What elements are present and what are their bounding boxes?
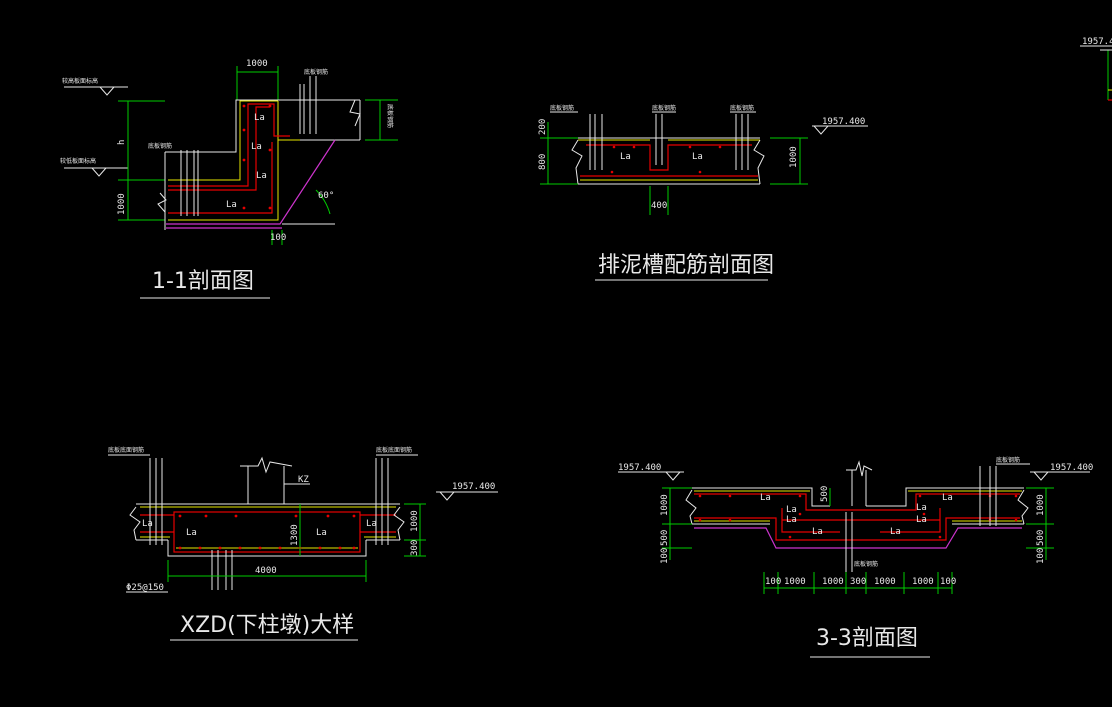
s3-dim-b-3: 300 [850, 577, 866, 587]
s3-la-7: La [916, 515, 927, 525]
xzd-dim-1000: 1000 [410, 510, 420, 532]
s3-label-rebar-bottom: 底板钢筋 [854, 560, 878, 568]
s3-la-2: La [786, 505, 797, 515]
section-drain: 底板钢筋 底板钢筋 底板钢筋 La La 200 [538, 104, 868, 281]
drain-dim-200: 200 [538, 119, 548, 135]
xzd-label-right: 底板底面钢筋 [376, 446, 412, 454]
s3-dim-b-2: 1000 [822, 577, 844, 587]
s3-dim-500-right: 500 [1036, 530, 1046, 546]
s3-elevation-left: 1957.400 [618, 463, 661, 473]
dim-100: 100 [270, 233, 286, 243]
s3-dim-b-6: 100 [940, 577, 956, 587]
s3-dim-100-right: 100 [1036, 548, 1046, 564]
section-xzd: 底板底面钢筋 底板底面钢筋 [108, 446, 498, 641]
drain-label-3: 底板钢筋 [730, 104, 754, 112]
s3-dim-500-left: 500 [660, 530, 670, 546]
corner-elevation: 1957.400 [1082, 37, 1112, 47]
s3-dim-b-1: 1000 [784, 577, 806, 587]
xzd-dim-1300: 1300 [290, 524, 300, 546]
xzd-la-3: La [316, 528, 327, 538]
xzd-la-1: La [186, 528, 197, 538]
dim-1000-top: 1000 [246, 59, 268, 69]
label-top-rebar: 底板钢筋 [304, 68, 328, 76]
xzd-dim-4000: 4000 [255, 566, 277, 576]
s3-label-rebar: 底板钢筋 [996, 456, 1020, 464]
section-3-3: 1957.400 1957.400 [618, 456, 1093, 658]
drain-label-1: 底板钢筋 [550, 104, 574, 112]
dim-h: h [117, 140, 127, 145]
drain-la-1: La [620, 152, 631, 162]
s3-elevation-right: 1957.400 [1050, 463, 1093, 473]
s3-la-1: La [760, 493, 771, 503]
xzd-label-left: 底板底面钢筋 [108, 446, 144, 454]
title-section-3-3: 3-3剖面图 [816, 626, 918, 651]
title-xzd: XZD(下柱墩)大样 [180, 613, 354, 638]
la-2: La [251, 142, 262, 152]
xzd-la-2: La [142, 519, 153, 529]
s3-la-3: La [786, 515, 797, 525]
la-4: La [226, 200, 237, 210]
label-right-slab: 底板钢筋 [386, 104, 394, 128]
label-mid-rebar: 底板钢筋 [148, 142, 172, 150]
drain-elevation: 1957.400 [822, 117, 865, 127]
s3-la-4: La [812, 527, 823, 537]
angle-60: 60° [318, 191, 334, 201]
section-1-1: 较高板面标高 较低板面标高 h 1000 1000 [60, 59, 398, 299]
s3-la-8: La [942, 493, 953, 503]
s3-dim-100-left: 100 [660, 548, 670, 564]
la-1: La [254, 113, 265, 123]
title-section-1-1: 1-1剖面图 [152, 269, 254, 294]
drain-dim-800: 800 [538, 154, 548, 170]
label-higher-slab: 较高板面标高 [62, 77, 98, 85]
s3-dim-1000-left: 1000 [660, 494, 670, 516]
xzd-kz: KZ [298, 475, 309, 485]
s3-dim-b-4: 1000 [874, 577, 896, 587]
xzd-rebar-spec: Φ25@150 [126, 583, 164, 593]
dim-1000-left: 1000 [117, 193, 127, 215]
xzd-la-4: La [366, 519, 377, 529]
s3-dim-b-5: 1000 [912, 577, 934, 587]
s3-la-6: La [916, 503, 927, 513]
s3-la-5: La [890, 527, 901, 537]
xzd-dim-300: 300 [410, 540, 420, 556]
xzd-elevation: 1957.400 [452, 482, 495, 492]
s3-dim-1000-right: 1000 [1036, 494, 1046, 516]
s3-dim-500-top: 500 [820, 486, 830, 502]
drain-la-2: La [692, 152, 703, 162]
label-lower-slab: 较低板面标高 [60, 157, 96, 165]
la-3: La [256, 171, 267, 181]
corner-fragment: 1957.400 [1080, 37, 1112, 101]
drain-label-2: 底板钢筋 [652, 104, 676, 112]
drain-dim-400: 400 [651, 201, 667, 211]
drain-dim-1000: 1000 [789, 146, 799, 168]
s3-dim-b-0: 100 [765, 577, 781, 587]
title-drain: 排泥槽配筋剖面图 [598, 253, 774, 278]
